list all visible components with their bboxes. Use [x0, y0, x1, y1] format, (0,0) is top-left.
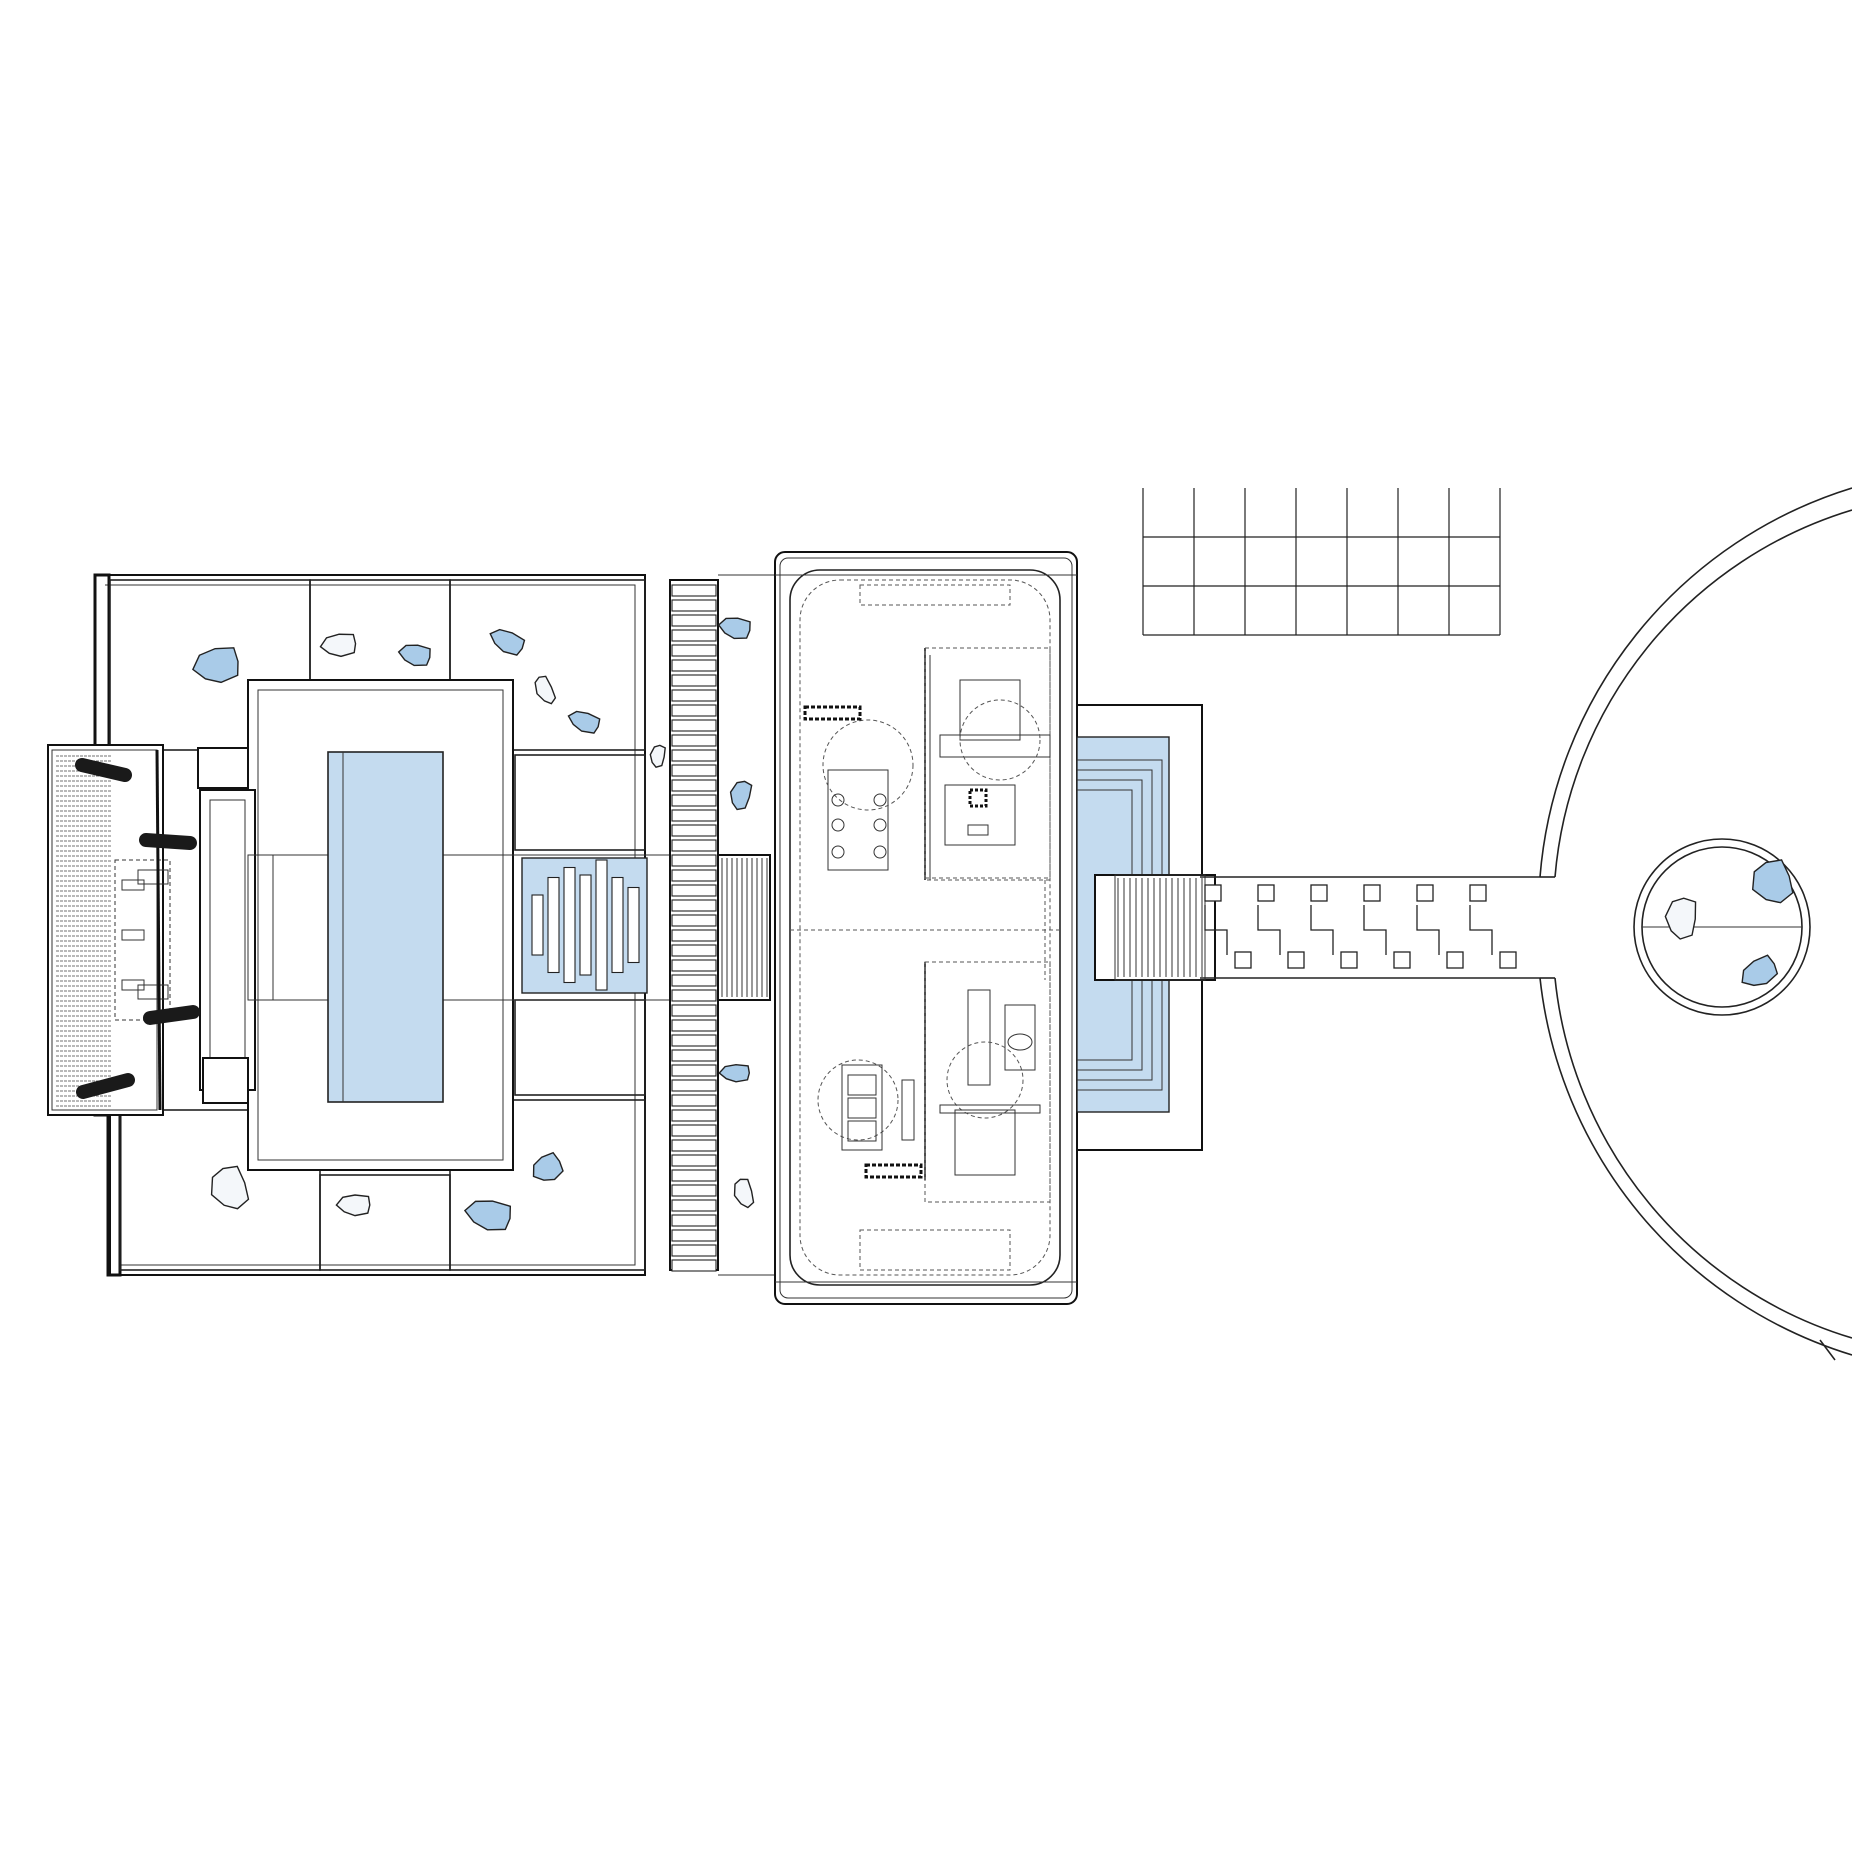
west-courtyard: [47, 573, 646, 1277]
rock: [335, 1194, 371, 1217]
bollard: [75, 758, 132, 782]
main-house: [774, 551, 1078, 1305]
garden-bed-n2: [449, 579, 646, 751]
landscape-rocks: [192, 617, 1794, 1231]
water-channel: [513, 854, 670, 1001]
canopy-pavilion: [47, 744, 171, 1116]
entry-stair: [717, 854, 771, 1001]
garden-bed-s2: [449, 1099, 646, 1271]
east-walkway: [1094, 874, 1540, 981]
rock: [729, 780, 753, 811]
rock: [319, 633, 357, 658]
boardwalk-slats: [669, 574, 775, 1276]
dining-table: [803, 705, 914, 871]
bollard: [143, 1005, 200, 1025]
rock: [1751, 859, 1794, 904]
reflecting-pool: [327, 751, 444, 1103]
rock: [718, 1063, 751, 1083]
rock: [397, 644, 431, 667]
garden-bed-ne: [514, 754, 646, 851]
rock: [1741, 954, 1779, 987]
rock: [463, 1200, 512, 1231]
circular-plaza: [1539, 487, 1852, 1361]
rock: [733, 1178, 755, 1209]
rock: [532, 1151, 564, 1181]
paving-grid: [1142, 488, 1501, 636]
bollard: [76, 1073, 135, 1099]
rock: [717, 617, 751, 640]
rock: [192, 647, 239, 684]
rock: [1664, 897, 1697, 940]
house-roof-outline: [774, 551, 1078, 1305]
rock: [649, 744, 666, 769]
living-sofa: [817, 1059, 923, 1179]
bollard-posts: [75, 758, 200, 1099]
rock: [534, 675, 557, 705]
rock: [489, 628, 526, 656]
rock: [567, 710, 601, 734]
rock: [210, 1165, 250, 1210]
bollard: [139, 833, 197, 850]
tree-planter: [1633, 838, 1811, 1016]
